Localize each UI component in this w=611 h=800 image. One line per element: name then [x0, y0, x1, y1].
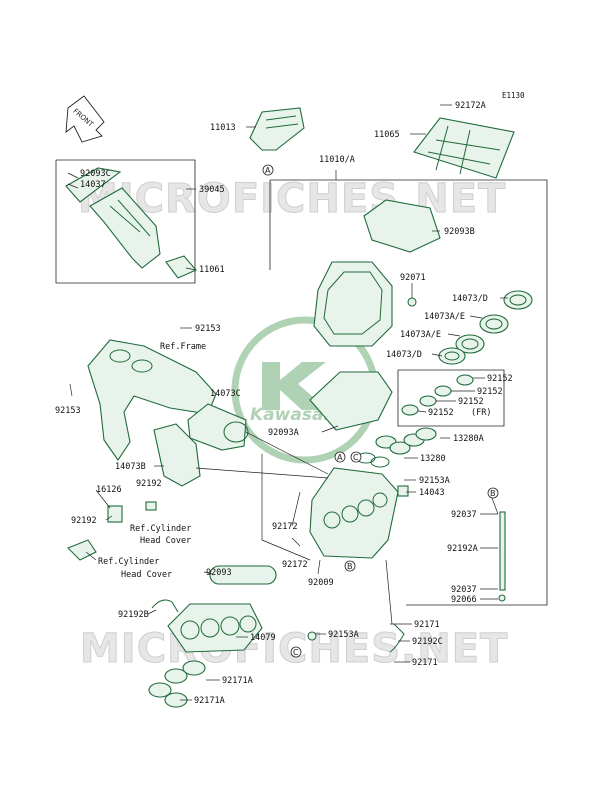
- label-14079: 14079: [250, 633, 276, 643]
- label-92071: 92071: [400, 273, 426, 283]
- callout-a-2-label: A: [337, 453, 343, 462]
- label-14037: 14037: [80, 180, 106, 190]
- label-92153A-b: 92153A: [328, 630, 359, 640]
- label-92093A: 92093A: [268, 428, 299, 438]
- part-92192C-hose: [389, 623, 405, 653]
- watermark-top: MICROFICHES.NET: [78, 176, 506, 222]
- label-11010A: 11010/A: [319, 155, 355, 165]
- part-16126-fitting: [67, 501, 157, 561]
- part-11061: [165, 255, 197, 279]
- callout-a-1: A: [262, 164, 274, 176]
- label-92153-b: 92153: [55, 406, 81, 416]
- callout-b-2: B: [344, 560, 356, 572]
- label-14073D-a: 14073/D: [452, 294, 488, 304]
- label-head-cover-1: Head Cover: [140, 536, 191, 546]
- diagram-code: E1130: [502, 91, 525, 100]
- label-92152-d: 92152: [428, 408, 454, 418]
- watermark-bottom: MICROFICHES.NET: [80, 626, 508, 672]
- label-92009: 92009: [308, 578, 334, 588]
- part-92071: [407, 297, 417, 307]
- label-11061: 11061: [199, 265, 225, 275]
- label-92153-a: 92153: [195, 324, 221, 334]
- label-head-cover-2: Head Cover: [121, 570, 172, 580]
- label-ref-cylinder-1: Ref.Cylinder: [130, 524, 191, 534]
- label-14043: 14043: [419, 488, 445, 498]
- callout-b-1: B: [487, 487, 499, 499]
- callout-a-2: A: [334, 451, 346, 463]
- group-box-fr: [397, 369, 505, 427]
- part-lower-airbox: [309, 467, 399, 559]
- label-92037-a: 92037: [451, 510, 477, 520]
- label-14073AE-a: 14073A/E: [424, 312, 465, 322]
- part-14043: [397, 485, 409, 497]
- label-14073D-b: 14073/D: [386, 350, 422, 360]
- label-14073B: 14073B: [115, 462, 146, 472]
- part-funnels: [438, 290, 533, 365]
- label-92192-b: 92192: [71, 516, 97, 526]
- part-92192A-hose: [499, 511, 506, 591]
- part-39045-intake: [65, 167, 161, 269]
- label-14073C: 14073C: [210, 389, 241, 399]
- label-11065: 11065: [374, 130, 400, 140]
- part-11013-duct: [249, 107, 305, 151]
- part-frame-duct: [87, 339, 217, 461]
- label-fr: (FR): [471, 408, 491, 418]
- label-92152-b: 92152: [477, 387, 503, 397]
- label-92171A-b: 92171A: [194, 696, 225, 706]
- callout-c-1-label: C: [353, 453, 359, 462]
- label-92192A: 92192A: [447, 544, 478, 554]
- label-16126: 16126: [96, 485, 122, 495]
- label-92192C: 92192C: [412, 637, 443, 647]
- label-13280A: 13280A: [453, 434, 484, 444]
- label-92172-b: 92172: [282, 560, 308, 570]
- front-arrow: FRONT: [65, 95, 105, 143]
- label-92066: 92066: [451, 595, 477, 605]
- label-92153A-a: 92153A: [419, 476, 450, 486]
- label-92172-a: 92172: [272, 522, 298, 532]
- label-92172A: 92172A: [455, 101, 486, 111]
- callout-b-1-label: B: [490, 489, 496, 498]
- label-ref-frame: Ref.Frame: [160, 342, 206, 352]
- label-92093B: 92093B: [444, 227, 475, 237]
- label-92037-b: 92037: [451, 585, 477, 595]
- part-13280-gaskets: [356, 427, 437, 468]
- label-13280: 13280: [420, 454, 446, 464]
- callout-c-1: C: [350, 451, 362, 463]
- part-14079-plate: [167, 603, 263, 653]
- label-ref-cylinder-2: Ref.Cylinder: [98, 557, 159, 567]
- label-92171A-a: 92171A: [222, 676, 253, 686]
- part-92192B-hose: [151, 599, 179, 613]
- label-92152-c: 92152: [458, 397, 484, 407]
- label-92093: 92093: [206, 568, 232, 578]
- label-92192B: 92192B: [118, 610, 149, 620]
- leader-lines: [67, 104, 508, 701]
- group-box-main: [270, 179, 548, 606]
- callout-c-2: C: [290, 646, 302, 658]
- part-11010A-airbox: [313, 261, 393, 347]
- part-11065-cover: [413, 117, 515, 179]
- group-box-left: [55, 159, 196, 284]
- part-labels: 92172A 11013 11065 11010/A 92093C 14037 …: [55, 101, 513, 706]
- callout-b-2-label: B: [347, 562, 353, 571]
- callout-a-1-label: A: [265, 166, 271, 175]
- label-92171-b: 92171: [412, 658, 438, 668]
- part-92152-washers: [401, 374, 474, 416]
- label-92171-a: 92171: [414, 620, 440, 630]
- label-11013: 11013: [210, 123, 236, 133]
- label-92093C: 92093C: [80, 169, 111, 179]
- part-92093A: [309, 371, 393, 431]
- label-92192-a: 92192: [136, 479, 162, 489]
- label-39045: 39045: [199, 185, 225, 195]
- callout-c-2-label: C: [293, 648, 299, 657]
- label-92152-a: 92152: [487, 374, 513, 384]
- part-92093-gasket: [209, 565, 277, 585]
- part-92171A-clamps: [148, 660, 206, 708]
- part-14073B-duct: [153, 423, 201, 487]
- label-14073AE-b: 14073A/E: [400, 330, 441, 340]
- part-92093B-gasket: [363, 199, 441, 253]
